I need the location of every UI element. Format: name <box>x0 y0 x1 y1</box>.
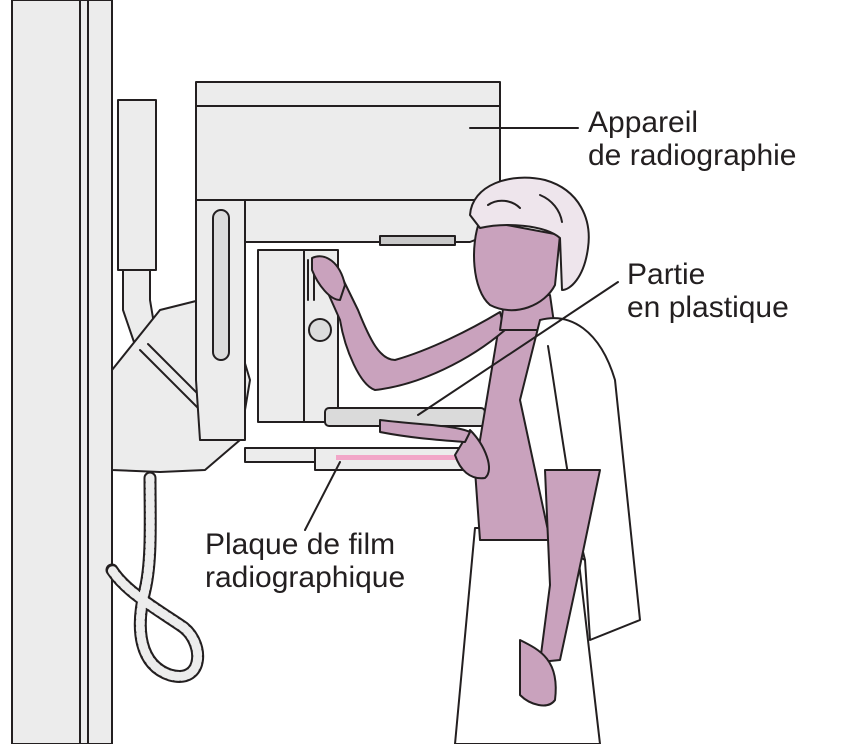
label-partie-line2: en plastique <box>627 291 789 324</box>
label-plaque-de-film: Plaque de film radiographique <box>205 528 405 594</box>
label-appareil-de-radiographie: Appareil de radiographie <box>588 106 797 172</box>
x-ray-machine <box>196 82 500 440</box>
label-plaque-line1: Plaque de film <box>205 528 405 561</box>
leader-plaque <box>305 462 340 530</box>
label-appareil-line2: de radiographie <box>588 139 797 172</box>
machine-column <box>12 0 112 744</box>
label-partie-line1: Partie <box>627 258 789 291</box>
label-plaque-line2: radiographique <box>205 561 405 594</box>
coiled-cable <box>112 478 198 676</box>
label-partie-en-plastique: Partie en plastique <box>627 258 789 324</box>
label-appareil-line1: Appareil <box>588 106 797 139</box>
